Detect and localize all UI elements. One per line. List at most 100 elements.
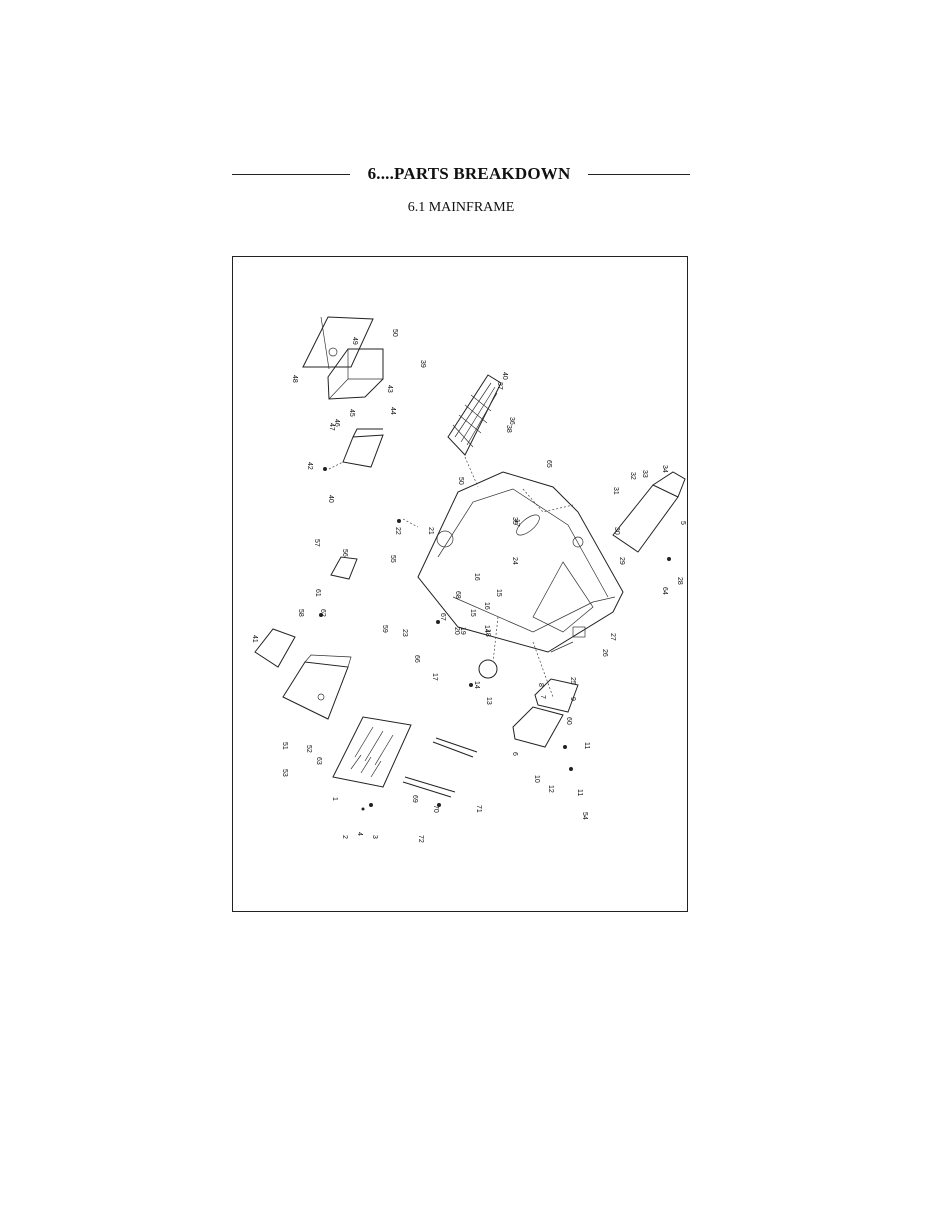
part-callout-39: 39 xyxy=(419,360,426,368)
transformer-drawing xyxy=(512,678,579,748)
side-panel-drawing xyxy=(612,471,686,553)
part-callout-24: 24 xyxy=(511,557,518,565)
part-callout-17: 17 xyxy=(431,673,438,681)
part-callout-16: 16 xyxy=(473,573,480,581)
part-callout-4: 4 xyxy=(356,832,363,836)
part-callout-45: 45 xyxy=(348,409,355,417)
part-callout-69: 69 xyxy=(411,795,418,803)
part-callout-50: 50 xyxy=(391,329,398,337)
heading-rule-left xyxy=(232,174,350,175)
part-callout-47: 47 xyxy=(328,423,335,431)
part-callout-60: 60 xyxy=(565,717,572,725)
part-callout-27: 27 xyxy=(609,633,616,641)
heading-rule-right xyxy=(588,174,690,175)
part-callout-19: 19 xyxy=(459,627,466,635)
part-callout-2: 2 xyxy=(341,835,348,839)
part-callout-9: 9 xyxy=(569,697,576,701)
part-callout-14: 14 xyxy=(483,625,490,633)
bar-drawing-2 xyxy=(432,737,478,758)
part-callout-43: 43 xyxy=(386,385,393,393)
part-callout-31: 31 xyxy=(612,487,619,495)
part-callout-70: 70 xyxy=(432,805,439,813)
part-callout-62: 62 xyxy=(319,609,326,617)
part-callout-50: 50 xyxy=(457,477,464,485)
part-callout-53: 53 xyxy=(281,769,288,777)
part-callout-61: 61 xyxy=(314,589,321,597)
part-callout-38: 38 xyxy=(505,425,512,433)
part-callout-5: 5 xyxy=(679,521,686,525)
fuse-block-drawing xyxy=(332,716,412,788)
part-callout-58: 58 xyxy=(297,609,304,617)
part-callout-8: 8 xyxy=(537,683,544,687)
plate-drawing xyxy=(254,628,296,668)
part-callout-46: 46 xyxy=(333,419,340,427)
page-heading: 6....PARTS BREAKDOWN xyxy=(367,164,571,183)
part-callout-54: 54 xyxy=(581,812,588,820)
part-callout-37: 37 xyxy=(496,382,503,390)
part-callout-23: 23 xyxy=(401,629,408,637)
part-callout-29: 29 xyxy=(618,557,625,565)
part-callout-67: 67 xyxy=(439,613,446,621)
part-callout-65: 65 xyxy=(545,460,552,468)
leader-lines xyxy=(328,456,574,698)
part-callout-44: 44 xyxy=(389,407,396,415)
part-callout-17: 17 xyxy=(513,519,520,527)
part-callout-41: 41 xyxy=(251,635,258,643)
part-callout-57: 57 xyxy=(313,539,320,547)
part-callout-10: 10 xyxy=(533,775,540,783)
part-callout-40: 40 xyxy=(327,495,334,503)
part-callout-59: 59 xyxy=(381,625,388,633)
part-callout-66: 66 xyxy=(413,655,420,663)
part-callout-64: 64 xyxy=(661,587,668,595)
part-callout-26: 26 xyxy=(601,649,608,657)
cover-assembly-drawing xyxy=(302,316,384,400)
fasteners-drawing xyxy=(319,467,671,811)
part-callout-30: 30 xyxy=(613,527,620,535)
part-callout-20: 20 xyxy=(453,627,460,635)
part-callout-28: 28 xyxy=(676,577,683,585)
part-callout-18: 18 xyxy=(484,629,491,637)
part-callout-52: 52 xyxy=(305,745,312,753)
switch-drawing xyxy=(330,556,358,580)
part-callout-40: 40 xyxy=(501,372,508,380)
part-callout-72: 72 xyxy=(417,835,424,843)
part-callout-42: 42 xyxy=(306,462,313,470)
part-callout-7: 7 xyxy=(539,695,546,699)
part-callout-11: 11 xyxy=(583,742,590,749)
part-callout-33: 33 xyxy=(641,470,648,478)
part-callout-6: 6 xyxy=(511,752,518,756)
part-callout-34: 34 xyxy=(661,465,668,473)
part-callout-48: 48 xyxy=(291,375,298,383)
control-box-drawing xyxy=(282,654,352,720)
part-callout-63: 63 xyxy=(315,757,322,765)
part-callout-21: 21 xyxy=(427,527,434,535)
part-callout-22: 22 xyxy=(394,527,401,535)
part-callout-3: 3 xyxy=(371,835,378,839)
part-callout-16: 16 xyxy=(483,602,490,610)
part-callout-15: 15 xyxy=(469,609,476,617)
heading-row: 6....PARTS BREAKDOWN xyxy=(232,160,690,188)
part-callout-13: 13 xyxy=(485,697,492,705)
part-callout-25: 25 xyxy=(569,677,576,685)
part-callout-12: 12 xyxy=(547,785,554,793)
section-subheading: 6.1 MAINFRAME xyxy=(407,200,515,215)
part-callout-32: 32 xyxy=(629,472,636,480)
grille-drawing xyxy=(447,374,502,456)
part-callout-36: 36 xyxy=(508,417,515,425)
part-callout-15: 15 xyxy=(495,589,502,597)
part-callout-14: 14 xyxy=(473,681,480,689)
bar-drawing xyxy=(402,776,456,798)
part-callout-1: 1 xyxy=(331,797,338,801)
part-callout-11: 11 xyxy=(576,789,583,796)
main-frame-drawing xyxy=(417,471,624,653)
part-callout-56: 56 xyxy=(341,549,348,557)
part-callout-71: 71 xyxy=(475,805,482,813)
bracket-drawing xyxy=(342,428,384,468)
part-callout-55: 55 xyxy=(389,555,396,563)
part-callout-51: 51 xyxy=(281,742,288,750)
part-callout-49: 49 xyxy=(351,337,358,345)
part-callout-35: 35 xyxy=(511,517,518,525)
